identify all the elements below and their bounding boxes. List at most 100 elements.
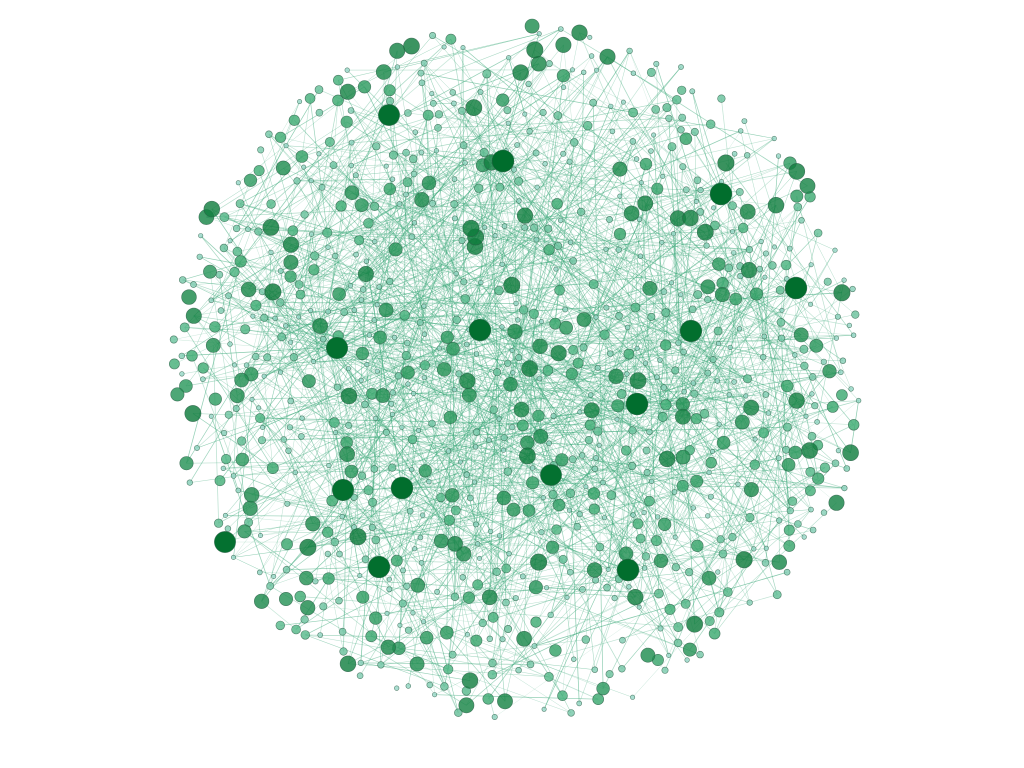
edge xyxy=(461,110,559,247)
graph-node xyxy=(662,103,672,113)
edge xyxy=(371,193,722,395)
graph-node xyxy=(405,381,411,387)
edge xyxy=(707,299,780,521)
graph-node xyxy=(595,542,605,552)
graph-node xyxy=(634,345,640,351)
graph-node xyxy=(383,163,389,169)
edge xyxy=(645,472,648,557)
graph-node xyxy=(512,595,519,602)
graph-node xyxy=(716,421,722,427)
edge xyxy=(733,252,739,485)
edge xyxy=(440,409,522,498)
graph-node xyxy=(659,239,665,245)
graph-node xyxy=(677,85,687,95)
graph-node xyxy=(729,229,735,235)
edge xyxy=(621,517,751,670)
graph-node xyxy=(394,64,401,70)
edge xyxy=(312,497,442,525)
graph-node xyxy=(386,277,394,286)
graph-node xyxy=(408,233,416,240)
edge xyxy=(482,164,793,502)
graph-node xyxy=(388,463,397,472)
graph-node xyxy=(356,590,370,604)
graph-node xyxy=(780,259,792,271)
graph-node xyxy=(808,262,814,268)
edge xyxy=(606,416,664,588)
graph-node xyxy=(530,553,548,571)
graph-node xyxy=(794,520,802,528)
graph-node xyxy=(820,509,828,516)
graph-node xyxy=(623,348,635,360)
edge xyxy=(434,694,599,700)
graph-node xyxy=(679,163,687,171)
graph-node xyxy=(232,246,243,257)
graph-node xyxy=(654,588,664,599)
graph-node xyxy=(339,647,348,656)
edge xyxy=(436,150,620,170)
graph-node xyxy=(365,630,378,643)
edge xyxy=(351,127,439,166)
edge xyxy=(735,299,791,511)
graph-node xyxy=(389,176,396,182)
edge xyxy=(501,326,583,456)
edge xyxy=(467,342,679,382)
edge xyxy=(439,249,607,349)
edge xyxy=(583,191,741,320)
graph-node xyxy=(333,429,339,435)
graph-node xyxy=(181,289,197,305)
edge xyxy=(337,386,552,476)
edge xyxy=(311,180,802,336)
graph-node xyxy=(516,198,522,204)
graph-node xyxy=(208,297,215,304)
graph-node xyxy=(699,408,710,419)
edge xyxy=(272,291,465,555)
graph-node xyxy=(751,546,757,552)
graph-node xyxy=(542,161,548,167)
graph-node xyxy=(232,224,241,233)
edge xyxy=(739,328,841,373)
edge xyxy=(353,294,723,498)
edge xyxy=(298,165,352,318)
graph-node xyxy=(243,362,250,368)
edge xyxy=(366,180,519,365)
graph-node xyxy=(222,512,228,518)
edge xyxy=(618,181,722,250)
graph-node xyxy=(481,589,498,606)
graph-node xyxy=(454,708,463,717)
edge xyxy=(370,377,425,637)
graph-node xyxy=(441,44,447,50)
edge xyxy=(789,287,797,531)
edge xyxy=(307,457,779,548)
graph-node xyxy=(515,317,521,323)
edge xyxy=(351,142,408,344)
edge xyxy=(484,226,652,318)
graph-node xyxy=(488,658,497,668)
graph-node xyxy=(436,345,442,351)
graph-node xyxy=(680,599,691,609)
edge xyxy=(579,513,669,656)
graph-node xyxy=(735,551,753,569)
graph-node xyxy=(389,389,396,396)
edge xyxy=(236,228,662,243)
edge xyxy=(689,449,778,595)
edge xyxy=(224,217,811,491)
edge xyxy=(631,163,647,214)
edge xyxy=(659,287,797,361)
edge xyxy=(407,112,633,142)
graph-node xyxy=(254,227,263,236)
graph-node xyxy=(737,273,744,280)
edge xyxy=(637,334,802,382)
edge xyxy=(241,379,349,397)
graph-node xyxy=(460,45,466,51)
edge xyxy=(515,303,705,414)
graph-node xyxy=(293,177,301,185)
graph-node xyxy=(630,694,636,700)
edge xyxy=(508,201,697,554)
graph-node xyxy=(851,310,860,319)
graph-node xyxy=(460,294,471,304)
graph-node xyxy=(363,485,374,496)
graph-node xyxy=(599,48,616,65)
graph-node xyxy=(179,276,187,284)
graph-node xyxy=(285,447,292,454)
graph-node xyxy=(440,682,449,691)
